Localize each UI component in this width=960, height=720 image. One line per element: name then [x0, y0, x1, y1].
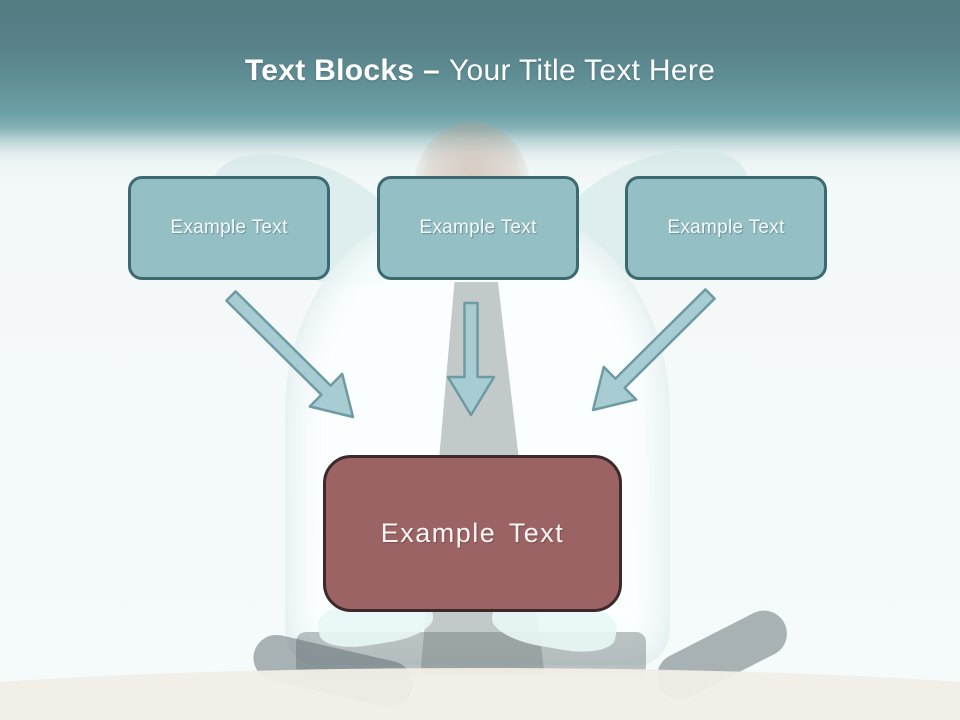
text-block-3-label: Example Text — [667, 217, 785, 238]
slide-title-bold: Text Blocks – — [244, 54, 440, 87]
text-block-2[interactable]: Example Text — [377, 176, 579, 280]
result-block-label: Example Text — [380, 518, 565, 548]
text-block-1-label: Example Text — [170, 217, 288, 238]
text-block-2-label: Example Text — [419, 217, 537, 238]
arrow-down-left-icon[interactable] — [591, 288, 716, 412]
text-block-3[interactable]: Example Text — [625, 176, 827, 280]
arrow-down-right-icon[interactable] — [225, 290, 355, 419]
result-block[interactable]: Example Text — [323, 455, 622, 612]
slide-title-regular: Your Title Text Here — [448, 54, 716, 87]
slide-title[interactable]: Text Blocks –Your Title Text Here — [0, 52, 960, 90]
arrow-down-icon[interactable] — [446, 301, 496, 417]
text-block-1[interactable]: Example Text — [128, 176, 330, 280]
